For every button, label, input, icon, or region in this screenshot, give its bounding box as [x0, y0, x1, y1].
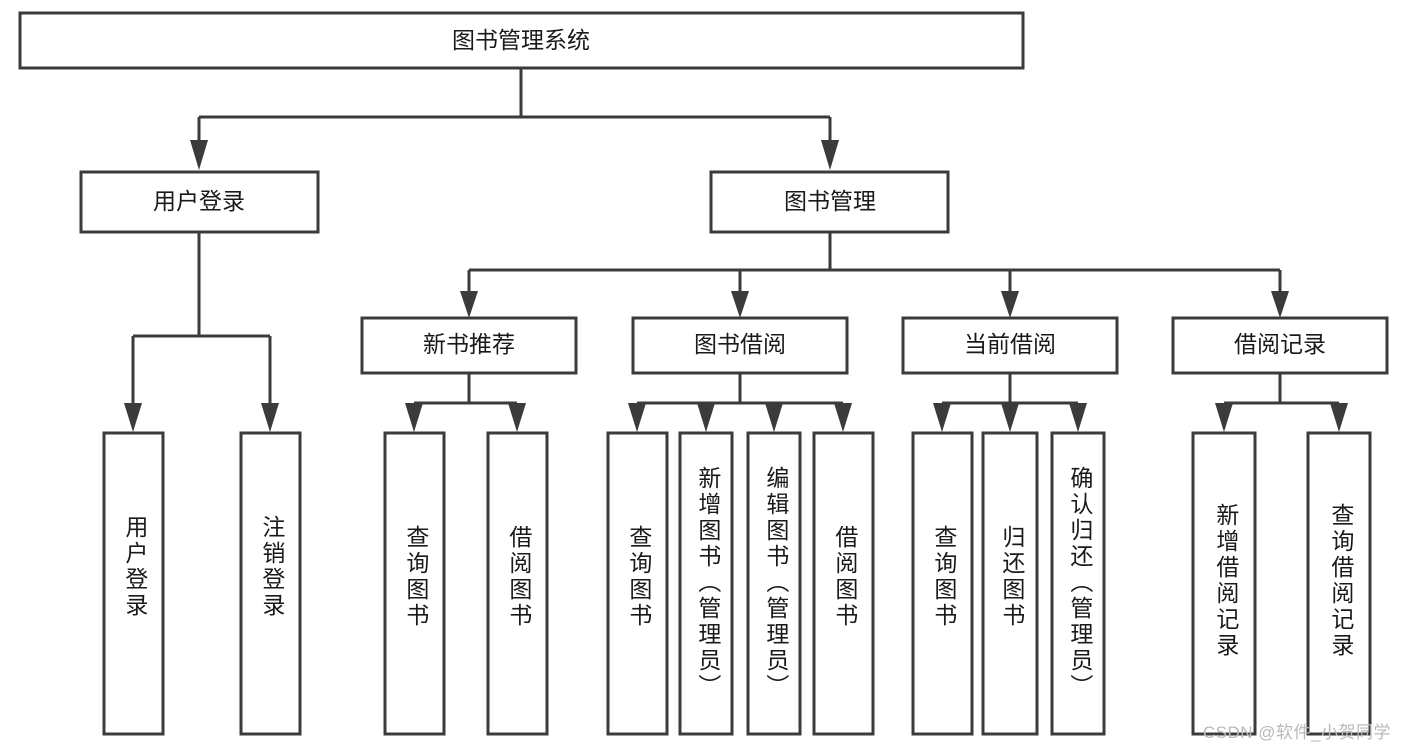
arrow-book-borrow — [731, 291, 749, 318]
arrow-leaf-user-logout — [261, 403, 279, 432]
leaf-user-logout-box[interactable] — [239, 431, 302, 736]
node-new-book-rec-label: 新书推荐 — [423, 331, 515, 357]
leaf-confirm-return-label: 确认归还（管理员） — [1067, 466, 1094, 700]
node-user-login-label: 用户登录 — [153, 188, 245, 214]
leaf-user-login-box[interactable] — [102, 431, 165, 736]
leaf-borrow-book-2-label: 借阅图书 — [832, 525, 859, 629]
node-current-borrow-label: 当前借阅 — [964, 331, 1056, 357]
arrow-current-borrow — [1001, 291, 1019, 318]
leaf-borrow-book-2-box[interactable] — [812, 431, 875, 736]
leaf-add-book-label: 新增图书（管理员） — [695, 466, 722, 700]
node-new-book-rec[interactable]: 新书推荐 — [360, 316, 578, 375]
leaf-edit-book[interactable]: 编辑图书（管理员） — [746, 431, 802, 736]
leaf-add-record-label: 新增借阅记录 — [1213, 503, 1240, 659]
connectors — [124, 68, 1348, 432]
leaf-query-book-1[interactable]: 查询图书 — [383, 431, 446, 736]
node-book-manage-box[interactable] — [709, 170, 950, 234]
leaf-edit-book-box[interactable] — [746, 431, 802, 736]
node-borrow-record-label: 借阅记录 — [1234, 331, 1326, 357]
node-borrow-record[interactable]: 借阅记录 — [1171, 316, 1389, 375]
leaf-user-logout-label: 注销登录 — [259, 515, 286, 619]
arrow-book-manage — [821, 140, 839, 170]
watermark: CSDN @软件_小贺同学 — [1202, 723, 1391, 742]
arrow-leaf-query-book-1 — [405, 403, 423, 432]
leaf-return-book-box[interactable] — [981, 431, 1039, 736]
leaf-add-book[interactable]: 新增图书（管理员） — [678, 431, 734, 736]
leaf-borrow-book-1-label: 借阅图书 — [506, 525, 533, 629]
leaf-borrow-book-2[interactable]: 借阅图书 — [812, 431, 875, 736]
arrow-user-login — [190, 140, 208, 170]
leaf-query-record-box[interactable] — [1306, 431, 1372, 736]
arrow-leaf-user-login — [124, 403, 142, 432]
leaf-query-book-3-box[interactable] — [911, 431, 974, 736]
leaf-query-record-label: 查询借阅记录 — [1328, 503, 1355, 659]
leaf-query-record[interactable]: 查询借阅记录 — [1306, 431, 1372, 736]
node-root-label: 图书管理系统 — [452, 27, 590, 53]
leaf-user-login[interactable]: 用户登录 — [102, 431, 165, 736]
leaf-add-book-box[interactable] — [678, 431, 734, 736]
node-book-manage-label: 图书管理 — [784, 188, 876, 214]
arrow-leaf-query-book-3 — [933, 403, 951, 432]
leaf-query-book-2-label: 查询图书 — [626, 525, 653, 629]
node-current-borrow[interactable]: 当前借阅 — [901, 316, 1119, 375]
node-book-borrow-box[interactable] — [631, 316, 849, 375]
node-book-borrow-label: 图书借阅 — [694, 331, 786, 357]
leaf-query-book-3-label: 查询图书 — [931, 525, 958, 629]
node-root[interactable]: 图书管理系统 — [18, 11, 1025, 70]
arrow-leaf-return-book — [1001, 403, 1019, 432]
arrow-borrow-record — [1271, 291, 1289, 318]
arrow-new-book-rec — [460, 291, 478, 318]
node-borrow-record-box[interactable] — [1171, 316, 1389, 375]
leaf-borrow-book-1-box[interactable] — [486, 431, 549, 736]
arrow-leaf-query-book-2 — [628, 403, 646, 432]
arrow-leaf-borrow-book-1 — [508, 403, 526, 432]
leaf-edit-book-label: 编辑图书（管理员） — [763, 466, 790, 700]
node-current-borrow-box[interactable] — [901, 316, 1119, 375]
leaf-borrow-book-1[interactable]: 借阅图书 — [486, 431, 549, 736]
leaf-query-book-1-label: 查询图书 — [403, 525, 430, 629]
node-new-book-rec-box[interactable] — [360, 316, 578, 375]
leaf-query-book-3[interactable]: 查询图书 — [911, 431, 974, 736]
arrow-leaf-borrow-book-2 — [834, 403, 852, 432]
leaf-confirm-return[interactable]: 确认归还（管理员） — [1050, 431, 1106, 736]
leaf-return-book-label: 归还图书 — [999, 525, 1026, 629]
arrow-leaf-edit-book — [765, 403, 783, 432]
node-root-box[interactable] — [18, 11, 1025, 70]
leaf-user-logout[interactable]: 注销登录 — [239, 431, 302, 736]
arrow-leaf-add-book — [697, 403, 715, 432]
leaf-query-book-1-box[interactable] — [383, 431, 446, 736]
node-user-login[interactable]: 用户登录 — [79, 170, 320, 234]
leaf-add-record[interactable]: 新增借阅记录 — [1191, 431, 1257, 736]
leaf-query-book-2-box[interactable] — [606, 431, 669, 736]
arrow-leaf-add-record — [1215, 403, 1233, 432]
arrow-leaf-query-record — [1330, 403, 1348, 432]
leaf-add-record-box[interactable] — [1191, 431, 1257, 736]
leaf-query-book-2[interactable]: 查询图书 — [606, 431, 669, 736]
arrow-leaf-confirm-return — [1069, 403, 1087, 432]
leaf-user-login-label: 用户登录 — [122, 515, 149, 619]
node-book-borrow[interactable]: 图书借阅 — [631, 316, 849, 375]
node-book-manage[interactable]: 图书管理 — [709, 170, 950, 234]
leaf-confirm-return-box[interactable] — [1050, 431, 1106, 736]
node-user-login-box[interactable] — [79, 170, 320, 234]
leaf-return-book[interactable]: 归还图书 — [981, 431, 1039, 736]
